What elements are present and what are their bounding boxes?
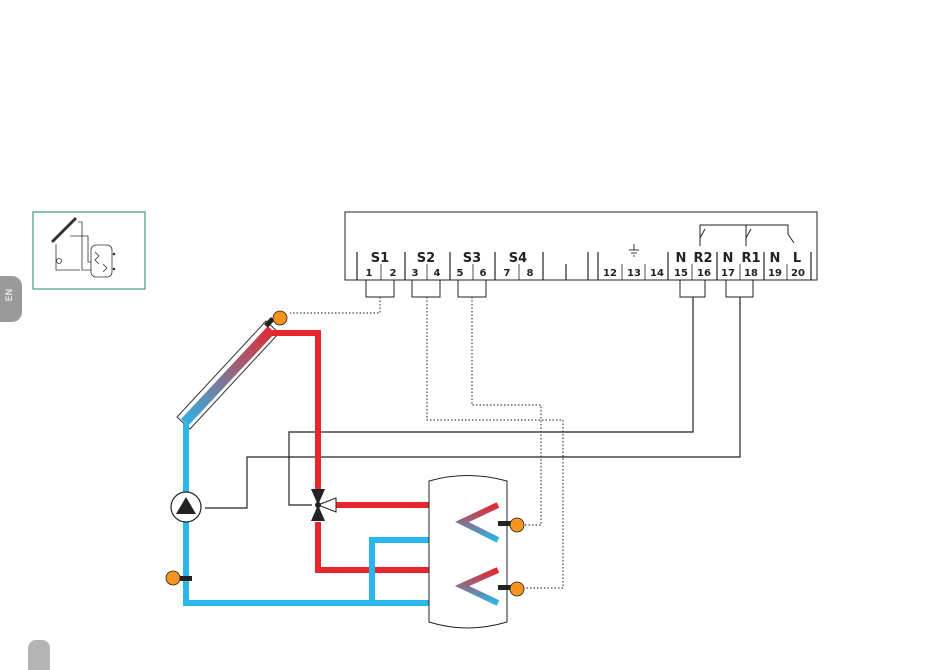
- terminal-number: 17: [721, 268, 735, 279]
- terminal-number: 20: [791, 268, 805, 279]
- terminal-group-s1: S1: [371, 251, 389, 266]
- terminal-number: 15: [674, 268, 688, 279]
- terminal-number: 2: [390, 268, 397, 279]
- terminal-number: 8: [527, 268, 534, 279]
- terminal-number: 4: [434, 268, 441, 279]
- terminal-group-s3: S3: [463, 251, 481, 266]
- terminal-label-n1: N: [676, 251, 687, 266]
- terminal-number: 3: [412, 268, 419, 279]
- terminal-group-s2: S2: [417, 251, 435, 266]
- terminal-number: 16: [697, 268, 711, 279]
- system-thumbnail[interactable]: [33, 212, 145, 289]
- terminal-number: 6: [480, 268, 487, 279]
- terminal-number: 5: [457, 268, 464, 279]
- three-way-valve-icon: [311, 489, 336, 521]
- terminal-label-l: L: [793, 251, 801, 266]
- terminal-label-r1: R1: [741, 251, 760, 266]
- terminal-number: 7: [504, 268, 511, 279]
- terminal-number: 19: [768, 268, 782, 279]
- terminal-label-n2: N: [723, 251, 734, 266]
- terminal-label-r2: R2: [693, 251, 712, 266]
- terminal-group-s4: S4: [509, 251, 527, 266]
- sensor-cables: [290, 297, 563, 588]
- terminal-label-n3: N: [770, 251, 781, 266]
- terminal-number: 1: [366, 268, 373, 279]
- terminal-number: 14: [650, 268, 664, 279]
- terminal-number: 13: [627, 268, 641, 279]
- terminal-number: 12: [603, 268, 617, 279]
- controller-terminal-block: S1 S2 S3 S4 N R2 N R1 N L 1 2 3 4 5 6 7 …: [345, 212, 817, 280]
- storage-tank: [429, 476, 511, 629]
- terminal-number: 18: [744, 268, 758, 279]
- pump-icon: [171, 492, 201, 522]
- solar-collector: [177, 317, 279, 429]
- terminal-connectors: [366, 280, 753, 297]
